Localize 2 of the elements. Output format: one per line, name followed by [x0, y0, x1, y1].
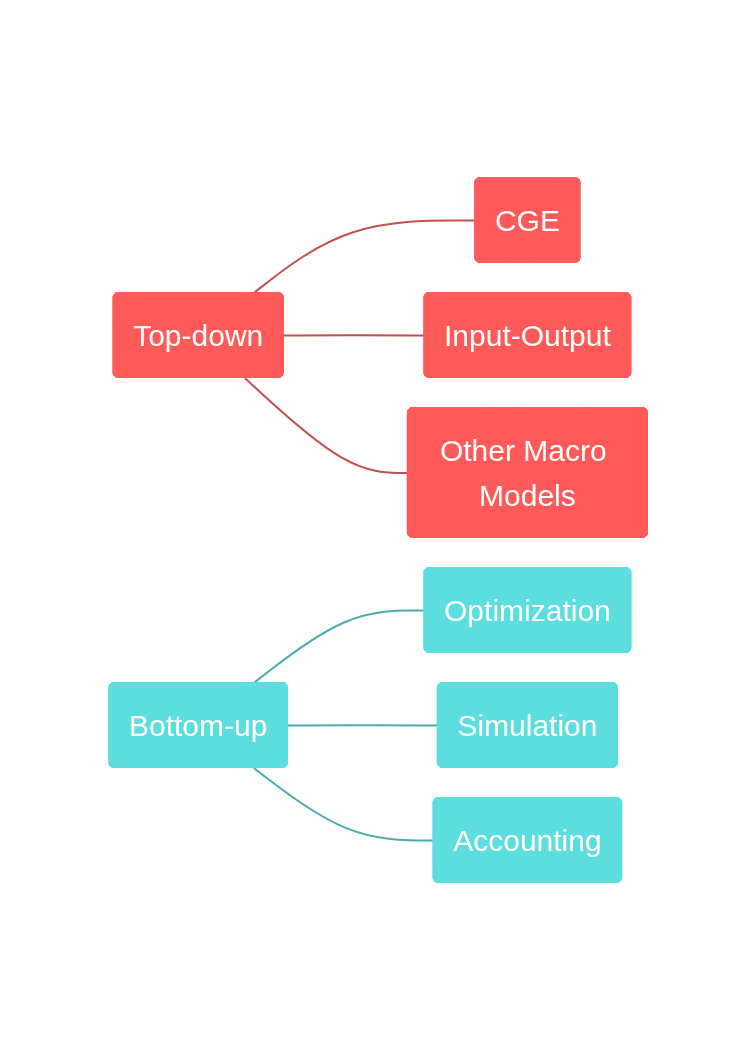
connector	[243, 377, 409, 474]
connector	[286, 724, 439, 727]
